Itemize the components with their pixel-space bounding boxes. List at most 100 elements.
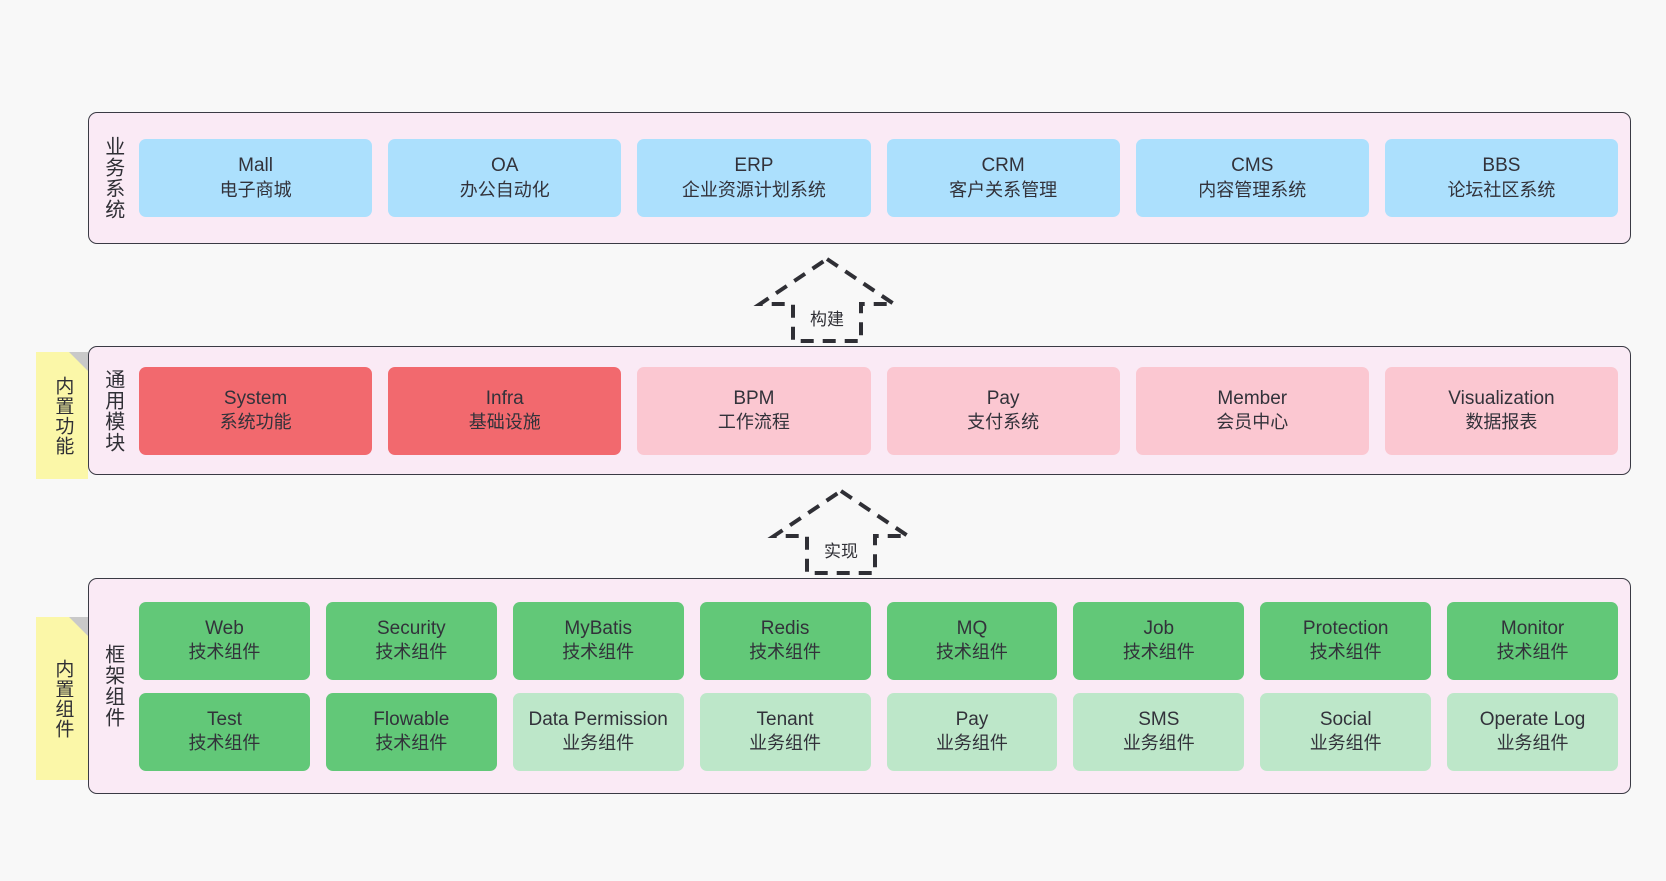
card-mybatis[interactable]: MyBatis 技术组件 [512,601,684,680]
card-job-en: Job [1143,617,1175,639]
card-social-cn: 业务组件 [1309,733,1382,754]
layer-framework-component: 框架组件 Web 技术组件 Security 技术组件 MyBatis 技术组件… [88,578,1631,794]
card-web-cn: 技术组件 [188,642,261,663]
card-monitor[interactable]: Monitor 技术组件 [1447,601,1618,680]
sticky-note-fold-icon [69,617,88,636]
layer-common-module-cards: System 系统功能 Infra 基础设施 BPM 工作流程 Pay 支付系统… [135,347,1630,474]
card-redis-cn: 技术组件 [749,642,822,663]
card-operate-log[interactable]: Operate Log 业务组件 [1447,692,1618,771]
card-infra[interactable]: Infra 基础设施 [388,366,622,455]
card-bpm-cn: 工作流程 [717,412,790,433]
card-mall[interactable]: Mall 电子商城 [139,139,373,217]
card-pay-module-cn: 支付系统 [967,412,1040,433]
card-web-en: Web [205,617,244,639]
card-bbs[interactable]: BBS 论坛社区系统 [1384,139,1619,217]
card-member-cn: 会员中心 [1216,412,1289,433]
card-system[interactable]: System 系统功能 [139,366,373,455]
card-test-en: Test [207,708,242,730]
card-tenant-cn: 业务组件 [749,733,822,754]
card-mall-cn: 电子商城 [219,179,292,200]
card-pay-component-cn: 业务组件 [935,733,1008,754]
card-protection-cn: 技术组件 [1309,642,1382,663]
layer-framework-component-title: 框架组件 [101,644,124,728]
card-protection-en: Protection [1302,617,1389,639]
card-sms-cn: 业务组件 [1122,733,1195,754]
card-security-cn: 技术组件 [375,642,448,663]
sticky-note-fold-icon [69,352,88,371]
card-mybatis-en: MyBatis [564,617,632,639]
card-data-permission-en: Data Permission [528,708,668,730]
card-mq-en: MQ [956,617,988,639]
arrow-implement: 实现 [767,488,915,576]
card-crm-cn: 客户关系管理 [949,179,1058,200]
card-operate-log-cn: 业务组件 [1496,733,1569,754]
card-flowable-cn: 技术组件 [375,733,448,754]
card-oa-en: OA [491,155,519,177]
card-cms[interactable]: CMS 内容管理系统 [1135,139,1369,217]
sticky-note-builtin-function-label: 内置功能 [52,375,74,456]
card-flowable-en: Flowable [373,708,450,730]
card-visualization-en: Visualization [1448,387,1555,409]
card-visualization[interactable]: Visualization 数据报表 [1384,366,1619,455]
card-infra-en: Infra [485,387,524,409]
card-bbs-en: BBS [1482,155,1521,177]
card-monitor-cn: 技术组件 [1496,642,1569,663]
card-redis[interactable]: Redis 技术组件 [699,601,871,680]
card-mq-cn: 技术组件 [935,642,1008,663]
card-sms[interactable]: SMS 业务组件 [1073,692,1245,771]
card-erp[interactable]: ERP 企业资源计划系统 [637,139,871,217]
card-mall-en: Mall [238,155,273,177]
arrow-implement-label: 实现 [822,537,860,562]
layer-business-system-cards: Mall 电子商城 OA 办公自动化 ERP 企业资源计划系统 CRM 客户关系… [135,113,1630,243]
card-pay-component[interactable]: Pay 业务组件 [886,692,1058,771]
framework-row-business: Test 技术组件 Flowable 技术组件 Data Permission … [139,692,1618,771]
card-bpm-en: BPM [733,387,775,409]
framework-row-technical: Web 技术组件 Security 技术组件 MyBatis 技术组件 Redi… [139,601,1618,680]
card-oa-cn: 办公自动化 [459,179,550,200]
card-social[interactable]: Social 业务组件 [1260,692,1432,771]
card-mybatis-cn: 技术组件 [562,642,635,663]
card-bbs-cn: 论坛社区系统 [1447,179,1556,200]
card-security[interactable]: Security 技术组件 [325,601,497,680]
arrow-implement-shape [767,488,915,575]
card-system-cn: 系统功能 [219,412,292,433]
layer-framework-component-grid: Web 技术组件 Security 技术组件 MyBatis 技术组件 Redi… [135,579,1630,793]
sticky-note-builtin-component: 内置组件 [36,617,88,780]
arrow-build-shape [753,256,901,343]
card-oa[interactable]: OA 办公自动化 [388,139,622,217]
card-test-cn: 技术组件 [188,733,261,754]
card-data-permission-cn: 业务组件 [562,733,635,754]
card-cms-en: CMS [1231,155,1274,177]
card-infra-cn: 基础设施 [468,412,541,433]
card-tenant[interactable]: Tenant 业务组件 [699,692,871,771]
card-pay-component-en: Pay [955,708,989,730]
card-member[interactable]: Member 会员中心 [1135,366,1369,455]
layer-business-system: 业务系统 Mall 电子商城 OA 办公自动化 ERP 企业资源计划系统 CRM… [88,112,1631,244]
card-crm-en: CRM [981,155,1025,177]
card-bpm[interactable]: BPM 工作流程 [637,366,871,455]
card-system-en: System [223,387,288,409]
sticky-note-builtin-component-label: 内置组件 [52,658,74,739]
card-job[interactable]: Job 技术组件 [1073,601,1245,680]
card-protection[interactable]: Protection 技术组件 [1260,601,1432,680]
card-crm[interactable]: CRM 客户关系管理 [886,139,1120,217]
card-monitor-en: Monitor [1500,617,1565,639]
card-social-en: Social [1319,708,1372,730]
card-data-permission[interactable]: Data Permission 业务组件 [512,692,684,771]
card-pay-module[interactable]: Pay 支付系统 [886,366,1120,455]
card-flowable[interactable]: Flowable 技术组件 [325,692,497,771]
layer-common-module-title: 通用模块 [101,368,124,453]
card-redis-en: Redis [760,617,810,639]
layer-common-module: 通用模块 System 系统功能 Infra 基础设施 BPM 工作流程 Pay… [88,346,1631,475]
card-mq[interactable]: MQ 技术组件 [886,601,1058,680]
card-erp-cn: 企业资源计划系统 [681,179,826,200]
card-test[interactable]: Test 技术组件 [139,692,310,771]
sticky-note-builtin-function: 内置功能 [36,352,88,479]
card-cms-cn: 内容管理系统 [1198,179,1307,200]
card-visualization-cn: 数据报表 [1465,412,1538,433]
card-sms-en: SMS [1138,708,1180,730]
card-tenant-en: Tenant [756,708,814,730]
card-web[interactable]: Web 技术组件 [139,601,310,680]
card-security-en: Security [376,617,446,639]
